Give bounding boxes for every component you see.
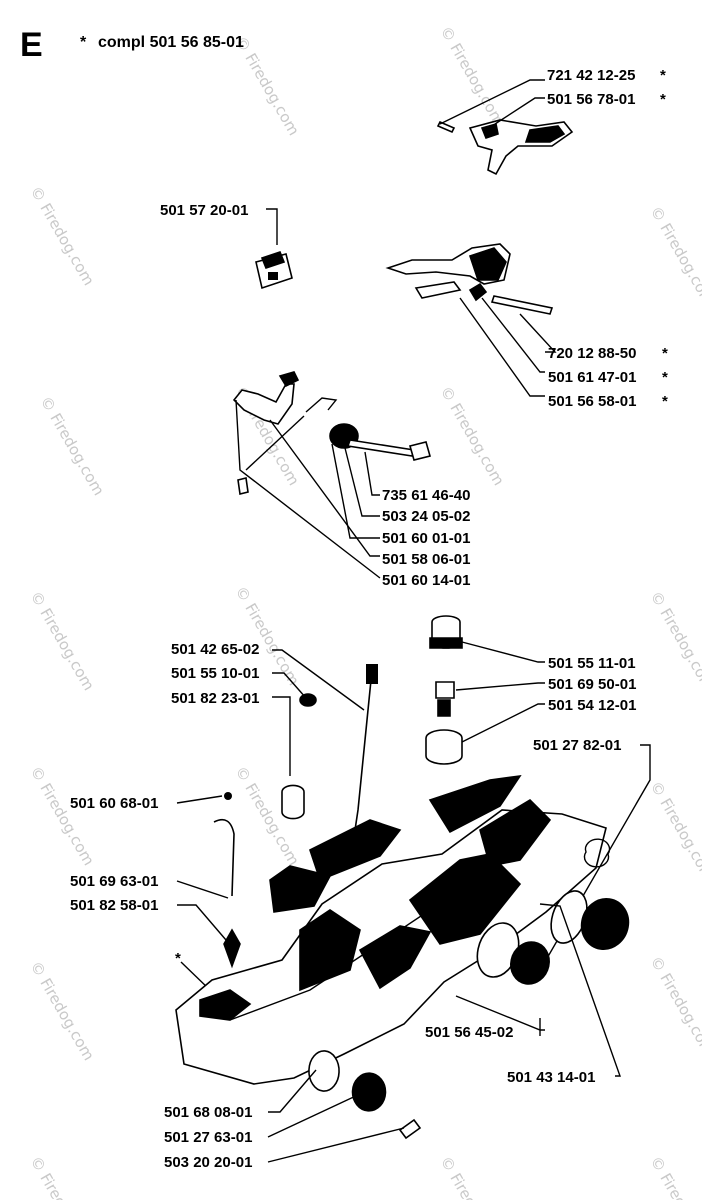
fuel-hose-drawing (281, 664, 378, 851)
leader-line (364, 451, 380, 496)
part-label-721-42-12-25: 721 42 12-25 (547, 67, 635, 84)
leader-line (481, 297, 545, 373)
leader-line (344, 447, 380, 517)
part-label-501-42-65-02: 501 42 65-02 (171, 641, 259, 658)
throttle-trigger-drawing (436, 119, 574, 176)
watermark: © Firedog.com (27, 763, 98, 869)
part-label-735-61-46-40: 735 61 46-40 (382, 487, 470, 504)
leader-line (176, 880, 229, 899)
leader-line (269, 419, 380, 557)
part-label-501-55-10-01: 501 55 10-01 (171, 665, 259, 682)
part-label-501-56-78-01: 501 56 78-01 (547, 91, 635, 108)
part-label-501-60-01-01: 501 60 01-01 (382, 530, 470, 547)
leader-line (235, 399, 381, 579)
part-label-501-61-47-01: 501 61 47-01 (548, 369, 636, 386)
leader-line (494, 97, 545, 125)
watermark: © Firedog.com (647, 953, 702, 1059)
part-label-501-60-68-01: 501 60 68-01 (70, 795, 158, 812)
filter-plug-dot (224, 792, 232, 800)
leader-line (272, 696, 291, 776)
watermark: © Firedog.com (437, 383, 508, 489)
throttle-lever-drawing (385, 243, 554, 315)
leader-line (266, 208, 278, 245)
watermark: © Firedog.com (27, 588, 98, 694)
part-label-501-69-63-01: 501 69 63-01 (70, 873, 158, 890)
part-label-503-24-05-02: 503 24 05-02 (382, 508, 470, 525)
choke-linkage-drawing (232, 371, 431, 495)
leader-line (272, 672, 307, 699)
leader-line (461, 641, 545, 663)
leader-line (331, 443, 380, 539)
part-label-501-82-58-01: 501 82 58-01 (70, 897, 158, 914)
watermark: © Firedog.com (647, 778, 702, 884)
fuel-cap-stack-drawing (425, 615, 463, 765)
part-label-501-43-14-01: 501 43 14-01 (507, 1069, 595, 1086)
leader-line (267, 1127, 405, 1163)
fuel-pickup-drawing (213, 818, 241, 969)
watermark: © Firedog.com (27, 1153, 98, 1200)
leader-line (268, 1069, 317, 1113)
oil-cap-group-drawing (476, 838, 630, 985)
part-label-501-58-06-01: 501 58 06-01 (382, 551, 470, 568)
leader-line (267, 1093, 361, 1138)
part-label-503-20-20-01: 503 20 20-01 (164, 1154, 252, 1171)
part-label-501-69-50-01: 501 69 50-01 (548, 676, 636, 693)
rear-handle-tank-housing-drawing (175, 774, 607, 1085)
leader-line (539, 903, 621, 1077)
part-label-501-56-58-01: 501 56 58-01 (548, 393, 636, 410)
part-label-501-57-20-01: 501 57 20-01 (160, 202, 248, 219)
part-label-501-54-12-01: 501 54 12-01 (548, 697, 636, 714)
leader-line (519, 313, 557, 353)
watermark: © Firedog.com (27, 183, 98, 289)
stop-switch-block-drawing (255, 251, 293, 290)
watermark: © Firedog.com (27, 958, 98, 1064)
watermark: © Firedog.com (647, 203, 702, 309)
asterisk-marker: * (662, 393, 668, 410)
header-marker: * (80, 34, 87, 51)
leader-line (545, 744, 651, 961)
leader-line (455, 682, 545, 691)
part-label-501-68-08-01: 501 68 08-01 (164, 1104, 252, 1121)
part-label-501-82-23-01: 501 82 23-01 (171, 690, 259, 707)
asterisk-marker: * (660, 67, 666, 84)
watermark: © Firedog.com (647, 588, 702, 694)
asterisk-marker: * (660, 91, 666, 108)
part-label-720-12-88-50: 720 12 88-50 (548, 345, 636, 362)
asterisk-marker: * (175, 950, 181, 967)
asterisk-marker: * (662, 369, 668, 386)
part-label-501-56-45-02: 501 56 45-02 (425, 1024, 513, 1041)
asterisk-marker: * (662, 345, 668, 362)
leader-line (177, 904, 227, 941)
part-label-501-60-14-01: 501 60 14-01 (382, 572, 470, 589)
part-label-501-55-11-01: 501 55 11-01 (548, 655, 636, 672)
leader-line (439, 79, 545, 125)
watermark: © Firedog.com (437, 23, 508, 129)
part-label-501-27-63-01: 501 27 63-01 (164, 1129, 252, 1146)
section-letter: E (20, 26, 43, 64)
leader-line (461, 703, 545, 743)
header-assembly-number: compl 501 56 85-01 (98, 34, 244, 51)
watermark: © Firedog.com (37, 393, 108, 499)
mount-parts-drawing (308, 1050, 422, 1140)
watermark: © Firedog.com (647, 1153, 702, 1200)
part-label-501-27-82-01: 501 27 82-01 (533, 737, 621, 754)
leader-line (176, 795, 223, 804)
watermark: © Firedog.com (437, 1153, 508, 1200)
leader-line (459, 297, 545, 397)
leader-line (272, 649, 365, 711)
